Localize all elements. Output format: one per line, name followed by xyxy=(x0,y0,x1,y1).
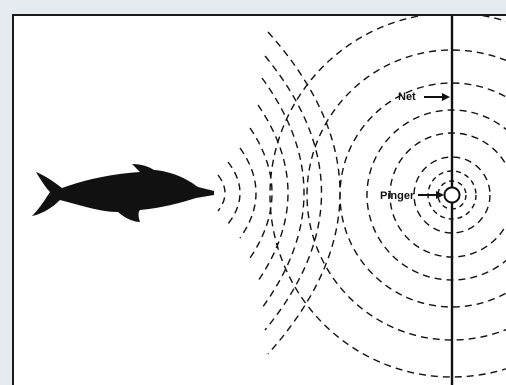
net-label: Net xyxy=(398,91,416,103)
echolocation-arc xyxy=(261,77,305,309)
echolocation-arc xyxy=(239,147,257,239)
pinger-label: Pinger xyxy=(380,190,415,202)
sound-wave-ring xyxy=(413,156,491,234)
dolphin-icon xyxy=(32,164,214,222)
net-arrow-head xyxy=(442,93,450,101)
echolocation-arc xyxy=(217,174,226,212)
echolocation-arc xyxy=(267,31,341,355)
pinger-arrow-head xyxy=(436,191,444,199)
echolocation-arc xyxy=(249,127,273,259)
echolocation-arc xyxy=(257,104,289,282)
pinger-circle-icon xyxy=(443,186,461,204)
echolocation-arc xyxy=(227,161,241,225)
echolocation-arc xyxy=(264,55,323,331)
